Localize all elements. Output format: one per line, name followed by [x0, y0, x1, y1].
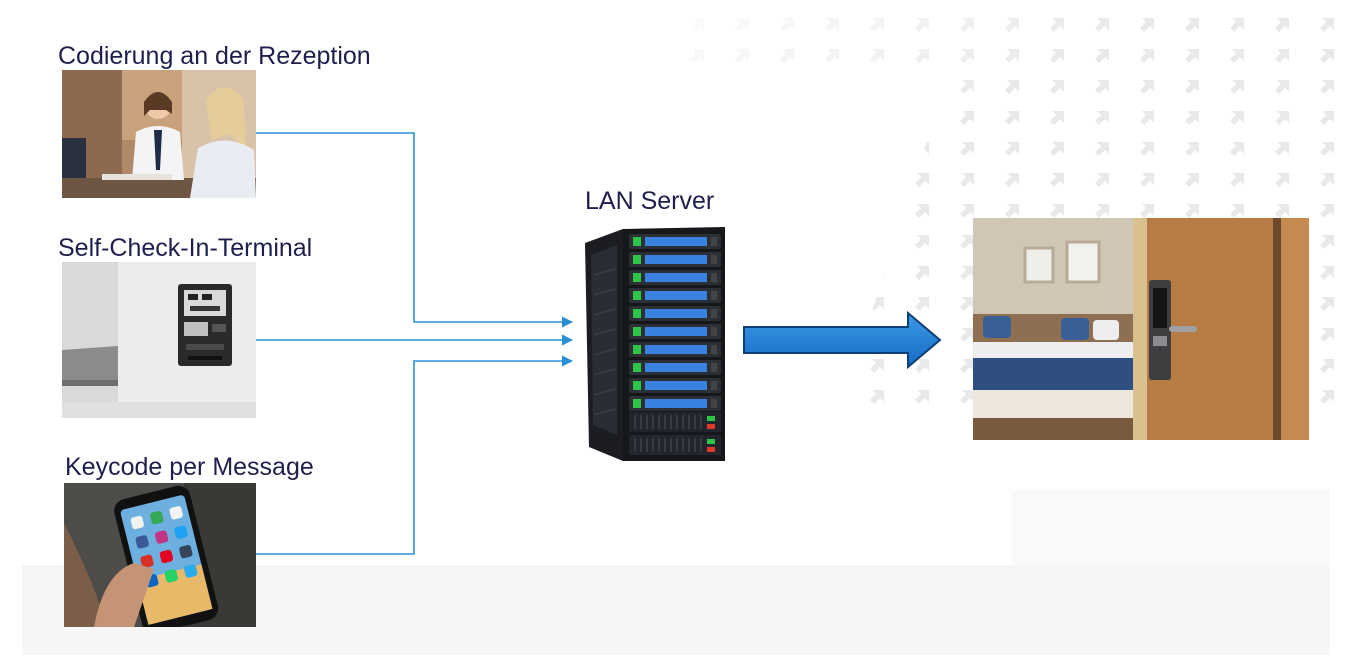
arrow-right-icon [743, 310, 942, 370]
terminal-label: Self-Check-In-Terminal [58, 234, 313, 262]
hotel-reception-photo [62, 70, 256, 198]
server-rack-icon [585, 227, 725, 461]
reception-label: Codierung an der Rezeption [58, 42, 371, 70]
smartphone-photo [64, 483, 256, 627]
message-connector [256, 355, 574, 555]
reception-connector [256, 132, 574, 328]
background-panel [1012, 490, 1330, 570]
server-label: LAN Server [585, 187, 715, 215]
hotel-room-door-lock-photo [973, 218, 1309, 440]
message-label: Keycode per Message [65, 453, 314, 481]
self-check-in-kiosk-photo [62, 262, 256, 418]
